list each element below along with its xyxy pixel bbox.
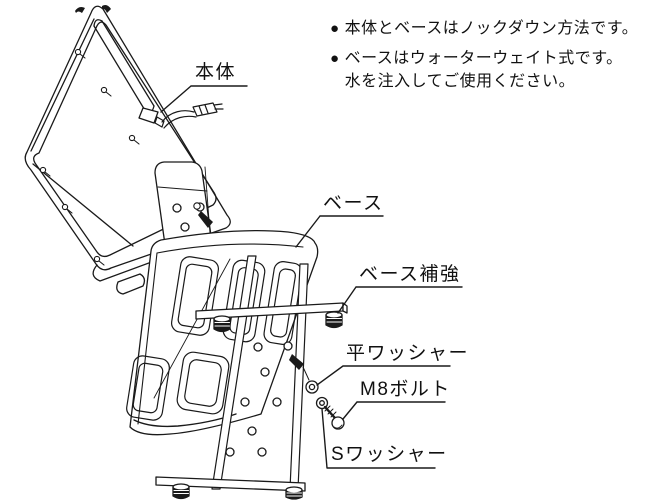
label-s-washer: Sワッシャー	[331, 444, 448, 465]
bolt-direction-arrow	[198, 211, 213, 228]
label-m8-bolt: M8ボルト	[360, 379, 451, 400]
note-text: 本体とベースはノックダウン方法です。	[344, 20, 639, 37]
label-flat-washer: 平ワッシャー	[346, 343, 470, 364]
base-drawing	[126, 229, 319, 457]
note-text: ベースはウォーターウェイト式です。	[344, 50, 623, 67]
hardware-drawing	[289, 354, 345, 430]
bolt-direction-arrow-2	[289, 354, 304, 370]
power-cord-drawing	[154, 102, 224, 129]
label-base: ベース	[323, 193, 384, 214]
base-brace-bottom-drawing	[155, 476, 306, 500]
base-brace-upper-drawing	[195, 302, 348, 333]
panel-screws	[39, 48, 140, 266]
flat-washer-drawing	[305, 380, 319, 394]
label-base-brace: ベース補強	[359, 264, 461, 285]
leader-lines	[160, 85, 463, 469]
label-body: 本体	[195, 62, 237, 83]
note-item: ● ベースはウォーターウェイト式です。 水を注入してご使用ください。	[330, 47, 648, 93]
mast-column-drawing	[154, 161, 213, 253]
bullet-icon: ●	[330, 20, 340, 37]
bullet-icon: ●	[330, 50, 340, 67]
base-bolt-holes	[225, 341, 293, 457]
note-item: ● 本体とベースはノックダウン方法です。	[330, 17, 648, 40]
note-text: 水を注入してご使用ください。	[344, 73, 576, 90]
notes: ● 本体とベースはノックダウン方法です。 ● ベースはウォーターウェイト式です。…	[330, 17, 648, 100]
